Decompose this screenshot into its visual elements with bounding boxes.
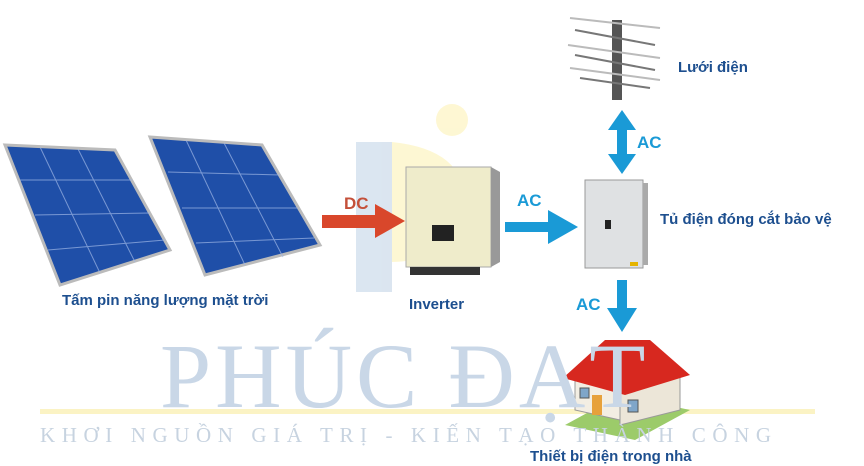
inverter-label: Inverter — [409, 296, 465, 313]
watermark-brand: PHÚC ĐẠT — [160, 325, 650, 427]
dc-arrow-icon — [322, 204, 405, 238]
cabinet-label: Tủ điện đóng cắt bảo vệ — [660, 211, 832, 228]
watermark-line — [40, 409, 815, 414]
dc-label: DC — [344, 194, 369, 213]
house-icon — [563, 340, 690, 440]
grid-double-arrow-icon — [608, 110, 636, 174]
watermark-slogan: KHƠI NGUỒN GIÁ TRỊ - KIẾN TẠO THÀNH CÔNG — [40, 423, 778, 447]
ac-grid-label: AC — [637, 133, 662, 152]
house-label: Thiết bị điện trong nhà — [530, 448, 692, 465]
house-arrow-icon — [607, 280, 637, 332]
solar-panels-label: Tấm pin năng lượng mặt trời — [62, 292, 269, 309]
ac-arrow-icon — [505, 210, 578, 244]
ac-house-label: AC — [576, 295, 601, 314]
inverter-icon — [405, 166, 500, 275]
ac-inverter-label: AC — [517, 191, 542, 210]
power-grid-icon — [567, 17, 661, 100]
solar-panel-icon — [2, 135, 323, 287]
distribution-cabinet-icon — [584, 179, 648, 269]
grid-label: Lưới điện — [678, 59, 748, 76]
